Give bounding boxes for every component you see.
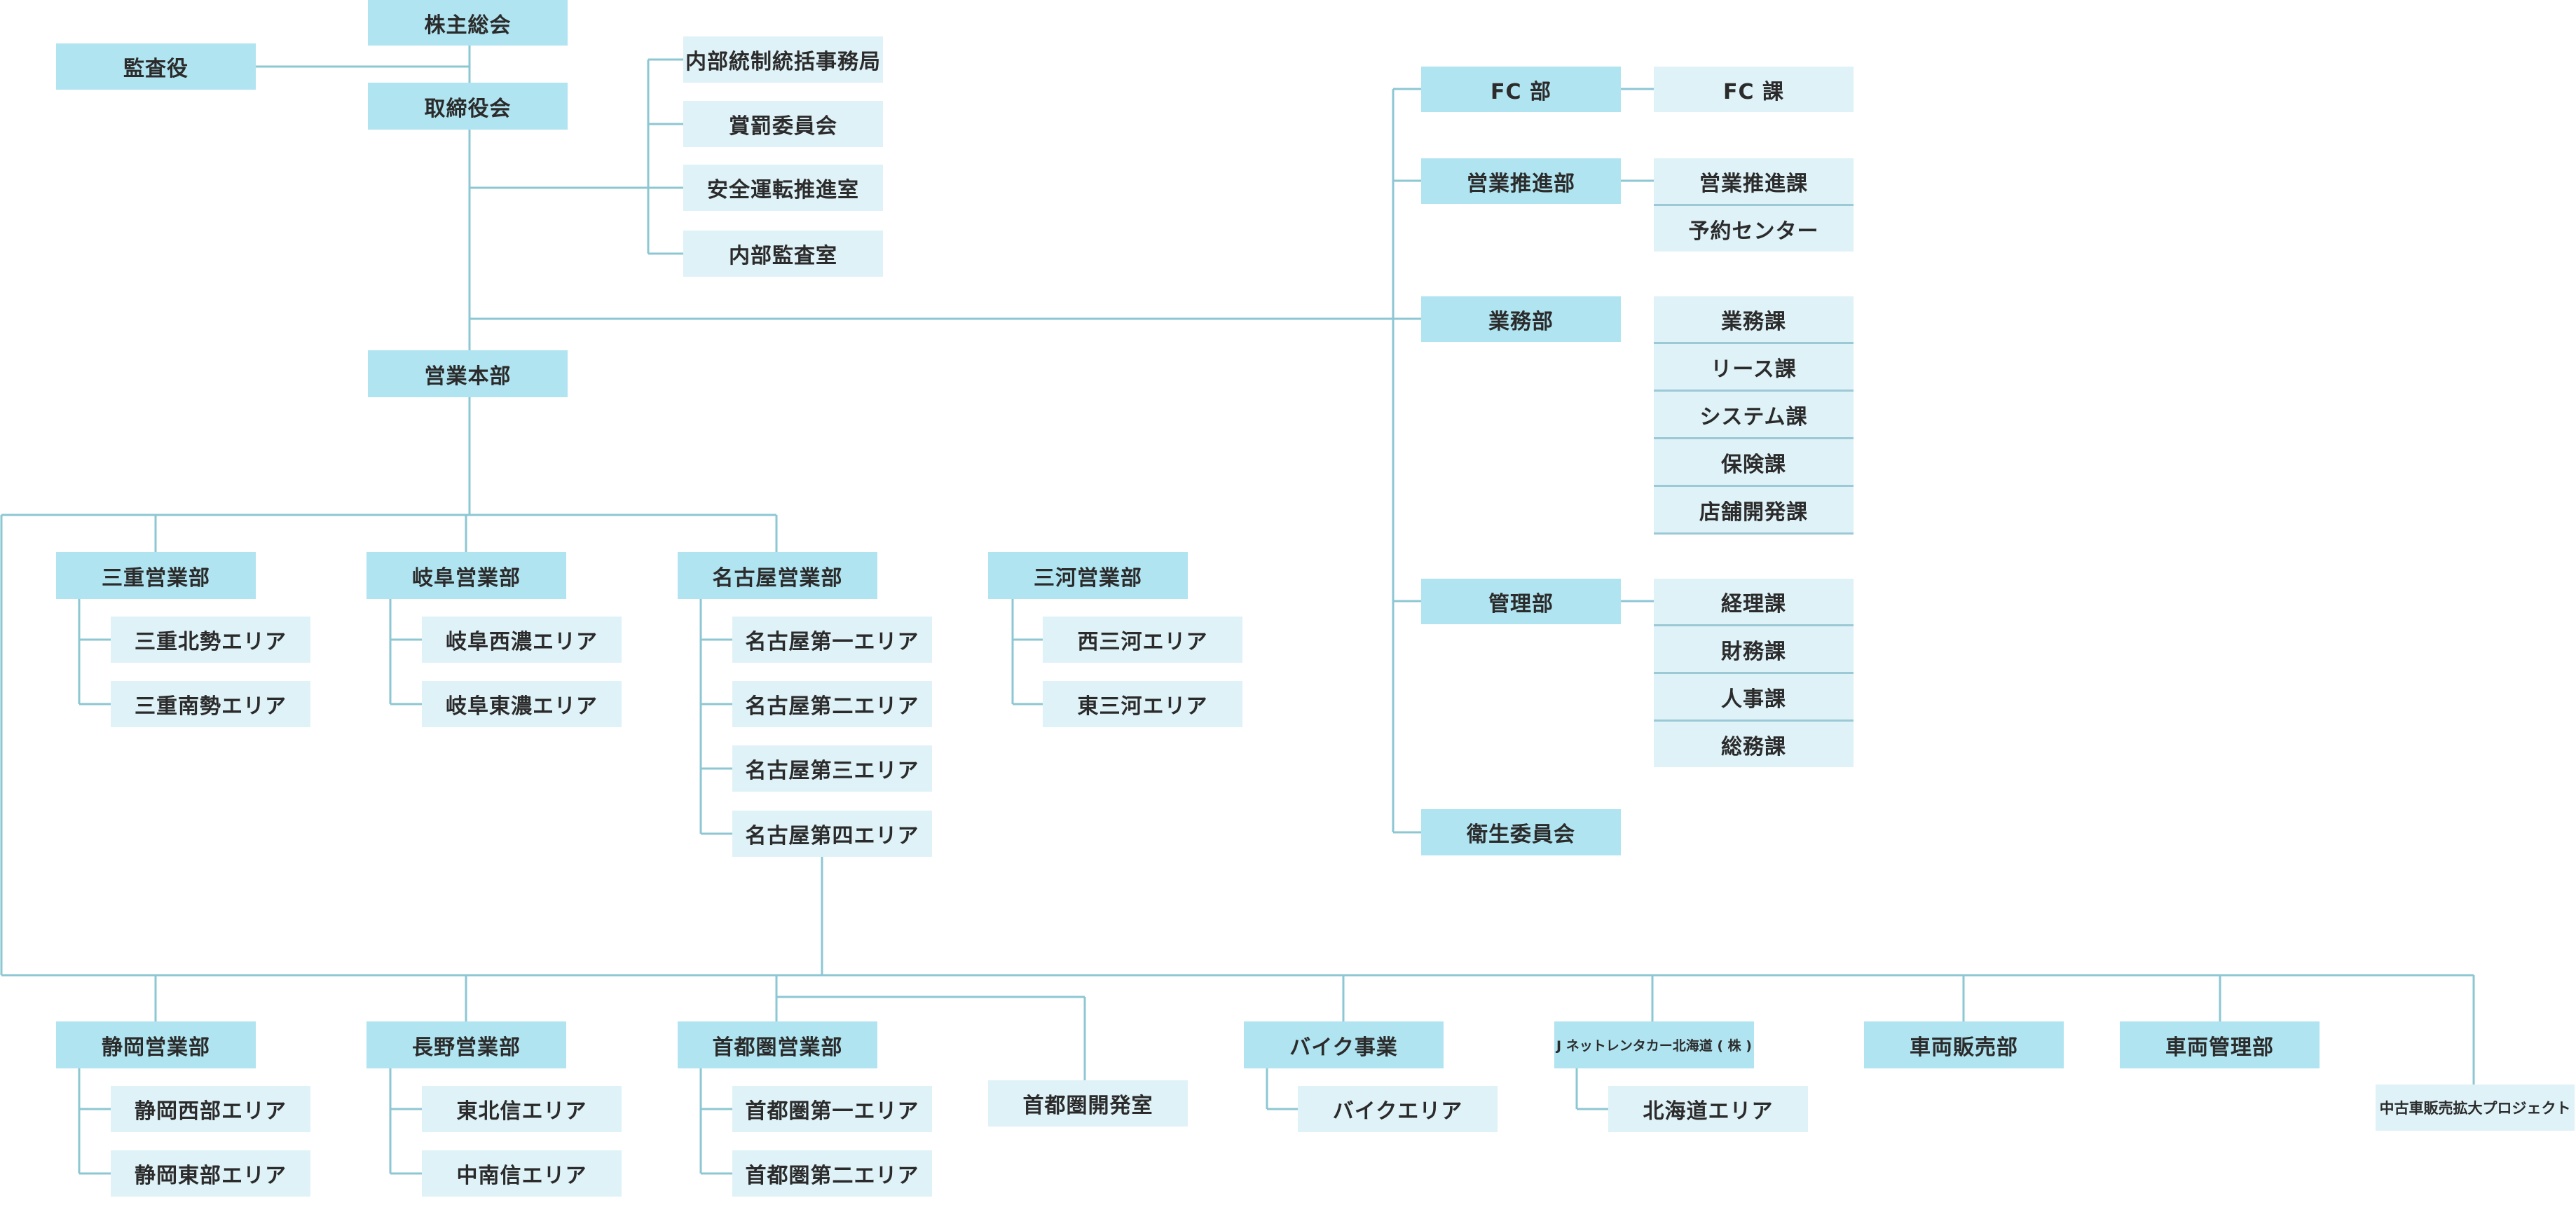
node-nagoya-2: 名古屋第二エリア [732, 681, 932, 727]
node-nagoya-3: 名古屋第三エリア [732, 745, 932, 792]
node-metro-dev: 首都圏開発室 [988, 1080, 1188, 1127]
node-admin-dept: 管理部 [1421, 579, 1621, 624]
node-nagoya-dept: 名古屋営業部 [678, 552, 877, 599]
node-board: 取締役会 [368, 83, 568, 130]
node-mikawa-west: 西三河エリア [1043, 617, 1242, 663]
node-gifu-dept: 岐阜営業部 [366, 552, 566, 599]
node-promo-sec: 営業推進課 [1654, 158, 1854, 206]
node-shizuoka-dept: 静岡営業部 [56, 1021, 256, 1068]
node-lease-sec: リース課 [1654, 344, 1854, 392]
node-internal-control: 内部統制統括事務局 [683, 36, 883, 83]
node-gifu-west: 岐阜西濃エリア [422, 617, 622, 663]
node-mie-dept: 三重営業部 [56, 552, 256, 599]
node-car-sales: 車両販売部 [1864, 1021, 2064, 1068]
node-nagano-north: 東北信エリア [422, 1086, 622, 1132]
node-fc-dept: FC 部 [1421, 67, 1621, 112]
node-system-sec: システム課 [1654, 392, 1854, 439]
node-reservation: 予約センター [1654, 206, 1854, 252]
node-sales-hq: 営業本部 [368, 350, 568, 397]
node-general-sec: 総務課 [1654, 722, 1854, 767]
node-ops-sec: 業務課 [1654, 296, 1854, 344]
node-store-sec: 店舗開発課 [1654, 487, 1854, 535]
node-finance-sec: 財務課 [1654, 626, 1854, 674]
node-bike-dept: バイク事業 [1244, 1021, 1444, 1068]
node-nagano-south: 中南信エリア [422, 1150, 622, 1197]
node-reward-committee: 賞罰委員会 [683, 101, 883, 147]
node-insurance-sec: 保険課 [1654, 439, 1854, 487]
node-promo-dept: 営業推進部 [1421, 158, 1621, 204]
node-metro-2: 首都圏第二エリア [732, 1150, 932, 1197]
node-ops-dept: 業務部 [1421, 296, 1621, 342]
node-hr-sec: 人事課 [1654, 674, 1854, 722]
node-metro-1: 首都圏第一エリア [732, 1086, 932, 1132]
node-nagano-dept: 長野営業部 [366, 1021, 566, 1068]
node-nagoya-1: 名古屋第一エリア [732, 617, 932, 663]
node-health-committee: 衛生委員会 [1421, 809, 1621, 855]
node-shareholders: 株主総会 [368, 0, 568, 46]
node-used-car-project: 中古車販売拡大プロジェクト [2376, 1084, 2575, 1131]
node-car-management: 車両管理部 [2120, 1021, 2320, 1068]
node-safe-driving: 安全運転推進室 [683, 165, 883, 211]
node-mikawa-dept: 三河営業部 [988, 552, 1188, 599]
node-mie-north: 三重北勢エリア [111, 617, 310, 663]
node-nagoya-4: 名古屋第四エリア [732, 811, 932, 857]
node-fc-sec: FC 課 [1654, 67, 1854, 112]
node-hokkaido-company: J ネットレンタカー北海道 ( 株 ) [1554, 1021, 1754, 1068]
node-gifu-east: 岐阜東濃エリア [422, 681, 622, 727]
node-mie-south: 三重南勢エリア [111, 681, 310, 727]
node-shizuoka-east: 静岡東部エリア [111, 1150, 310, 1197]
node-auditor: 監査役 [56, 43, 256, 90]
node-hokkaido-area: 北海道エリア [1608, 1086, 1808, 1132]
node-shizuoka-west: 静岡西部エリア [111, 1086, 310, 1132]
node-metro-dept: 首都圏営業部 [678, 1021, 877, 1068]
node-internal-audit: 内部監査室 [683, 230, 883, 277]
node-bike-area: バイクエリア [1298, 1086, 1498, 1132]
node-accounting-sec: 経理課 [1654, 579, 1854, 626]
node-mikawa-east: 東三河エリア [1043, 681, 1242, 727]
